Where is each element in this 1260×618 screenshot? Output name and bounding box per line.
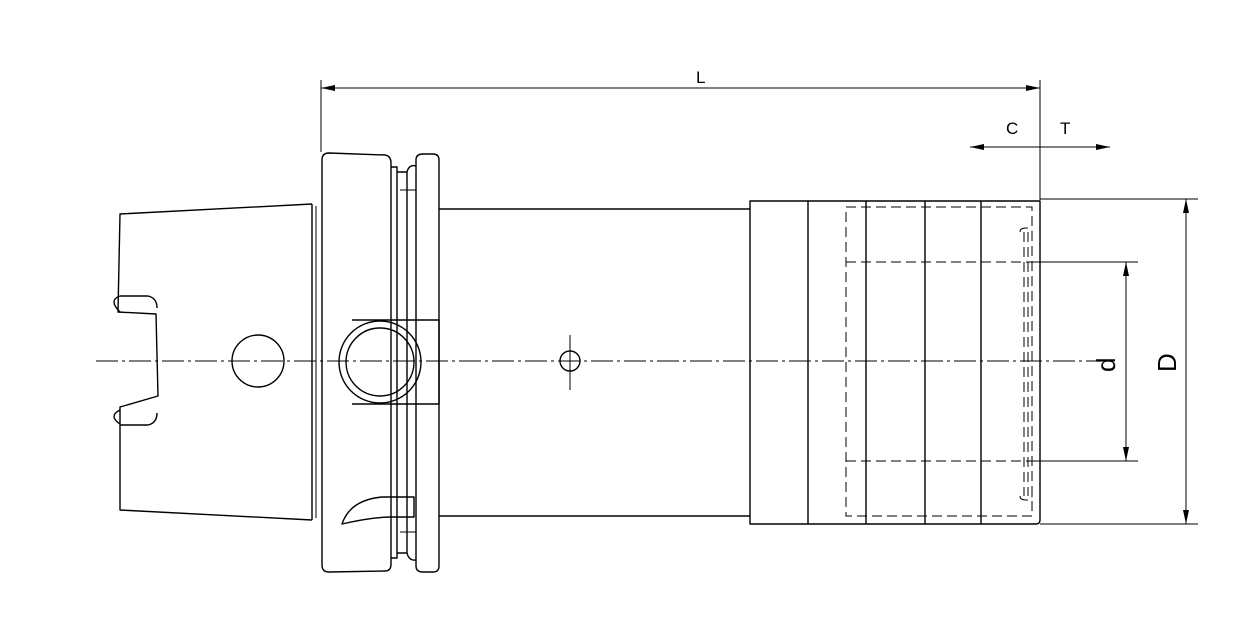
dimension-L: L: [320, 68, 1041, 200]
flange-hole-outer: [338, 320, 422, 404]
label-D: D: [1152, 353, 1182, 372]
shank-hole: [231, 334, 285, 388]
dimension-D: D: [1040, 198, 1198, 525]
flange: [321, 152, 440, 573]
body-shaft: [439, 208, 750, 517]
label-L: L: [696, 68, 705, 87]
taper-shank: [113, 203, 317, 521]
dimension-d: d: [1032, 261, 1138, 462]
clamping-nut: [749, 200, 1041, 525]
label-T: T: [1060, 119, 1070, 138]
flange-hole-inner: [345, 327, 415, 397]
dimension-C-T: C T: [970, 119, 1110, 150]
label-d: d: [1091, 358, 1121, 372]
label-C: C: [1006, 119, 1018, 138]
